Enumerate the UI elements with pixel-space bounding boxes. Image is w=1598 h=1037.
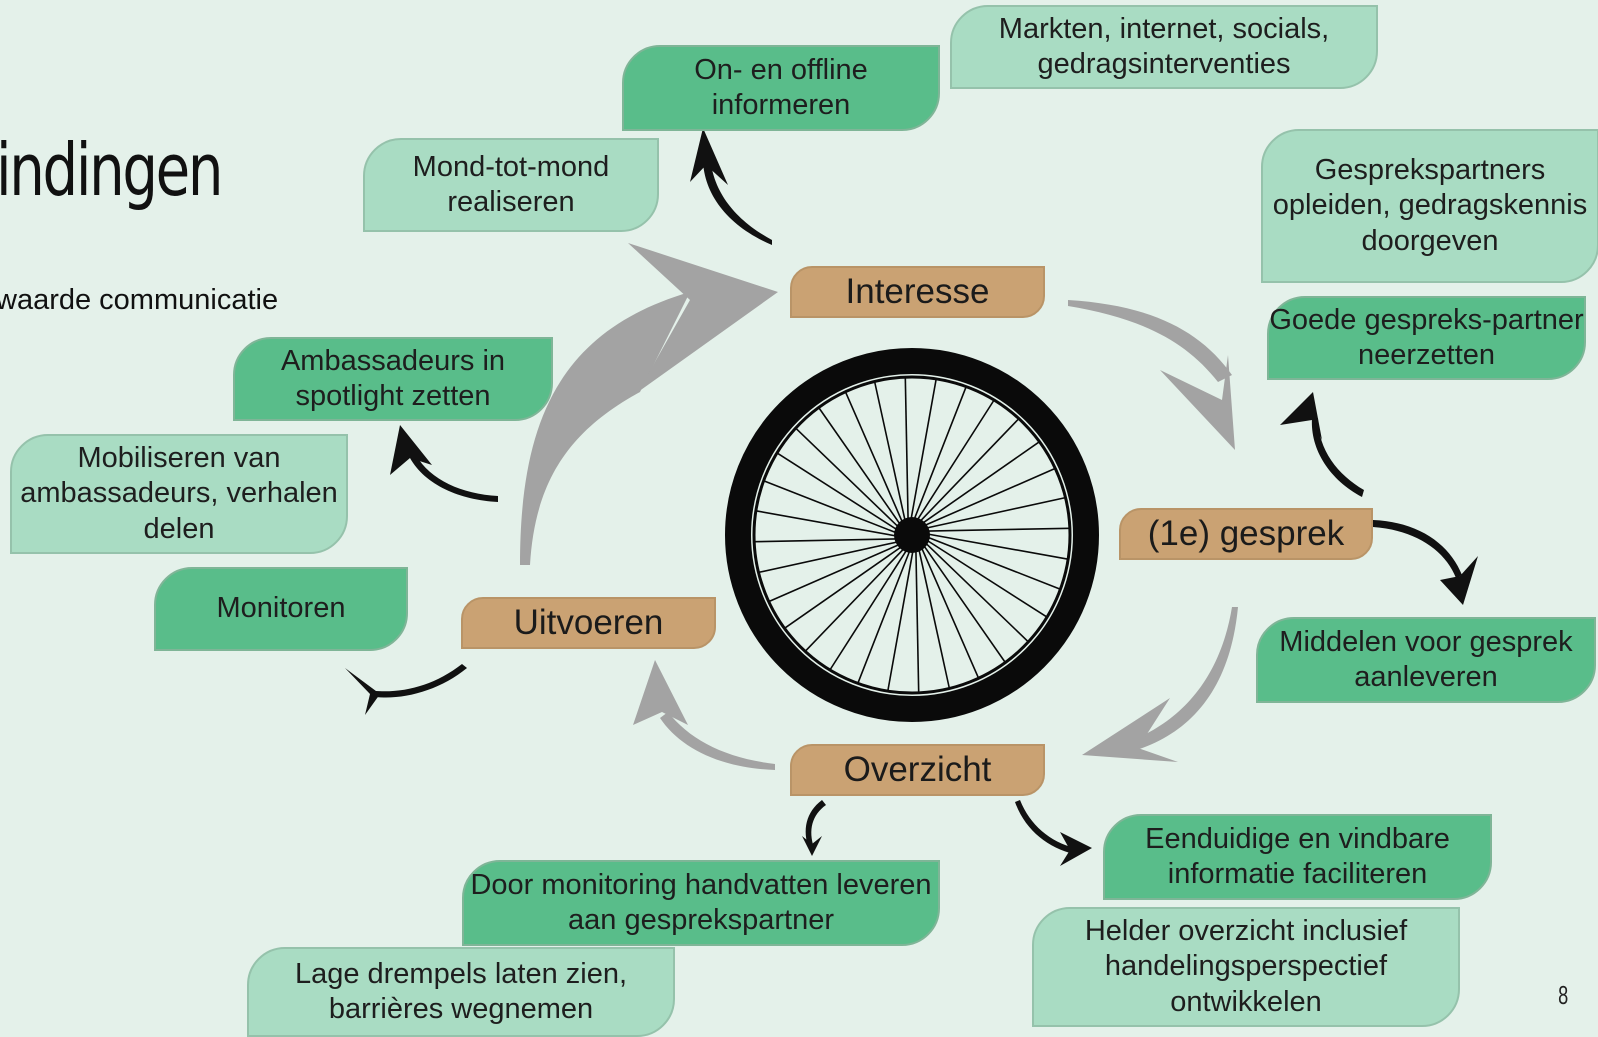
wheel-spoke: [916, 543, 951, 689]
wheel-spoke: [873, 381, 908, 527]
branch-arrow-gesprek-middelen-head: [1440, 556, 1478, 605]
wheel-spoke: [904, 377, 909, 526]
wheel-spoke: [911, 386, 967, 526]
wheel-spoke: [776, 452, 903, 534]
branch-arrows: [345, 128, 1478, 866]
wheel-spoke: [921, 532, 1069, 560]
wheel-spoke: [784, 542, 907, 629]
action-monitoring-handvatten: Door monitoring handvatten leveren aan g…: [462, 860, 940, 946]
branch-arrow-overzicht-monitoring: [805, 800, 826, 849]
cycle-arrow-interesse-gesprek-head: [1160, 355, 1235, 450]
wheel-spoke: [918, 541, 980, 679]
action-ambassadeurs-spotlight: Ambassadeurs in spotlight zetten: [233, 337, 553, 421]
page-number: 8: [1557, 980, 1568, 1010]
action-mond-tot-mond: Mond-tot-mond realiseren: [363, 138, 659, 232]
wheel-spoke: [857, 544, 913, 684]
page-title: indingen: [0, 128, 223, 212]
wheel-spoke: [913, 399, 995, 526]
wheel-spoke: [804, 543, 909, 652]
branch-arrow-uitvoeren-monitoren-head: [345, 668, 380, 715]
action-monitoren: Monitoren: [154, 567, 408, 651]
action-lage-drempels: Lage drempels laten zien, barrières wegn…: [247, 947, 675, 1037]
cycle-arrow-interesse-gesprek: [1068, 300, 1232, 382]
wheel-spoke: [758, 539, 904, 574]
branch-arrow-ambassadeurs-head: [390, 425, 432, 475]
wheel-spoke: [915, 418, 1020, 527]
cycle-arrow-uitvoeren-interesse: [520, 292, 690, 565]
wheel-spoke: [915, 544, 920, 693]
wheel-spoke: [918, 467, 1056, 529]
cycle-arrow-overzicht-uitvoeren-head: [633, 660, 688, 725]
wheel-spoke: [818, 407, 905, 530]
wheel-spoke: [754, 538, 903, 543]
stage-overzicht: Overzicht: [790, 744, 1045, 796]
cycle-arrows: [520, 243, 1238, 770]
wheel-spoke: [921, 536, 1048, 618]
wheel-spoke: [920, 538, 1029, 643]
action-helder-overzicht: Helder overzicht inclusief handelingsper…: [1032, 907, 1460, 1027]
action-eenduidige: Eenduidige en vindbare informatie facili…: [1103, 814, 1492, 900]
stage-gesprek: (1e) gesprek: [1119, 508, 1373, 560]
wheel-spoke: [919, 540, 1006, 663]
branch-arrow-interesse-online-head: [690, 128, 728, 185]
wheel-spoke: [763, 480, 903, 536]
cycle-arrow-uitvoeren-interesse-head: [628, 243, 778, 392]
wheel-spoke: [768, 541, 906, 603]
cycle-arrow-overzicht-uitvoeren: [660, 712, 775, 770]
wheel-spoke: [921, 527, 1070, 532]
action-mobiliseren: Mobiliseren van ambassadeurs, verhalen d…: [10, 434, 348, 554]
wheel-spoke: [844, 391, 906, 529]
action-markten: Markten, internet, socials, gedragsinter…: [950, 5, 1378, 89]
bicycle-wheel-icon: [725, 348, 1099, 722]
wheel-spoke: [755, 510, 903, 538]
action-gesprekspartners-opleiden: Gesprekspartners opleiden, gedragskennis…: [1261, 129, 1598, 283]
branch-arrow-overzicht-eenduidige-head: [1060, 832, 1092, 866]
page-subtitle: waarde communicatie: [0, 284, 279, 316]
branch-arrow-uitvoeren-monitoren: [375, 664, 467, 698]
cycle-arrow-gesprek-overzicht-head: [1082, 698, 1178, 762]
stage-uitvoeren: Uitvoeren: [461, 597, 716, 649]
action-on-offline: On- en offline informeren: [622, 45, 940, 131]
branch-arrow-overzicht-eenduidige: [1015, 800, 1075, 854]
wheel-spoke: [909, 378, 937, 526]
branch-arrow-gesprek-middelen: [1373, 520, 1462, 578]
wheel-spoke: [829, 544, 911, 671]
branch-arrow-gesprek-goede-head: [1280, 392, 1322, 440]
wheel-spoke: [887, 544, 915, 692]
branch-arrow-overzicht-monitoring-head: [802, 836, 822, 856]
wheel-spoke: [921, 534, 1061, 590]
action-goede-gesprekspartner: Goede gespreks-partner neerzetten: [1267, 296, 1586, 380]
wheel-spoke: [917, 441, 1040, 528]
stage-interesse: Interesse: [790, 266, 1045, 318]
action-middelen: Middelen voor gesprek aanleveren: [1256, 617, 1596, 703]
wheel-spoke: [795, 427, 904, 532]
wheel-spoke: [920, 496, 1066, 531]
